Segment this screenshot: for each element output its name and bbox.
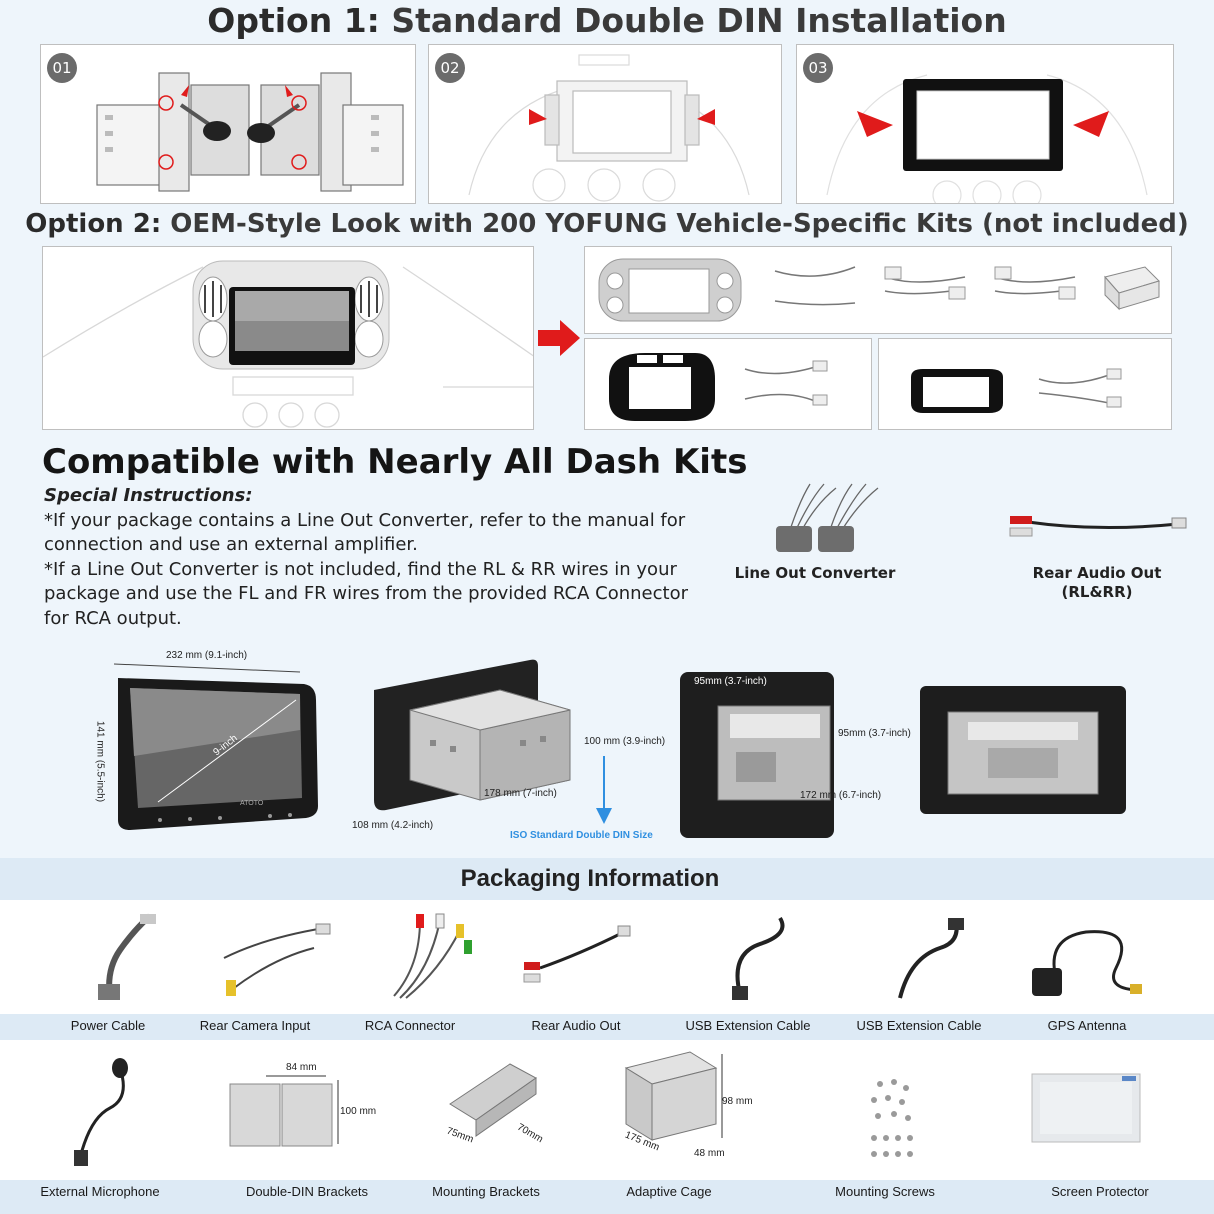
oem-dash-illustration: [43, 260, 533, 428]
dim-width: 232 mm (9.1-inch): [166, 650, 248, 661]
kit-frame-panel-b: [878, 338, 1172, 430]
rear-audio-label: Rear Audio Out (RL&RR): [1010, 564, 1184, 602]
option2-prefix: Option 2:: [25, 209, 162, 239]
option1-heading: Option 1: Standard Double DIN Installati…: [0, 0, 1214, 42]
dim-rear-w: 95mm (3.7-inch): [694, 676, 767, 687]
mounting-screws-image: [871, 1079, 913, 1157]
rca-connector-image: [393, 913, 472, 999]
chassis-side-image: [374, 659, 571, 811]
rear-audio-out-pkg-image: [523, 925, 631, 983]
pkg-mounting-brackets: Mounting Brackets: [432, 1184, 540, 1199]
step-03-badge: 03: [803, 53, 833, 83]
kit-frame-b-illustration: [911, 368, 1122, 413]
pkg-gps-antenna: GPS Antenna: [1047, 1018, 1127, 1033]
double-din-brackets-image: [229, 1075, 339, 1147]
power-cable-image: [98, 913, 156, 1000]
kit-frame-panel-a: [584, 338, 872, 430]
option1-title: Standard Double DIN Installation: [391, 1, 1007, 40]
instr-line-1a: *If your package contains a Line Out Con…: [44, 509, 686, 531]
iso-label: ISO Standard Double DIN Size: [510, 830, 653, 841]
pkg-screen-protector: Screen Protector: [1051, 1184, 1149, 1199]
step-01-badge: 01: [47, 53, 77, 83]
adaptive-cage-image: [624, 1051, 723, 1141]
kit-parts-illustration: [598, 258, 1160, 322]
gps-antenna-image: [1032, 930, 1142, 996]
rear-camera-input-image: [223, 923, 331, 996]
screen-fit-illustration: [826, 74, 1148, 203]
packaging-row1-strip: [0, 1014, 1214, 1040]
packaging-row2-bg: [0, 1040, 1214, 1180]
pkg-usb-extension-cable-1: USB Extension Cable: [685, 1018, 811, 1033]
option2-heading: Option 2: OEM-Style Look with 200 YOFUNG…: [0, 204, 1214, 244]
bracket-w: 84 mm: [286, 1062, 317, 1073]
pkg-power-cable: Power Cable: [70, 1018, 146, 1033]
pkg-external-microphone: External Microphone: [40, 1184, 160, 1199]
pkg-usb-extension-cable-2: USB Extension Cable: [856, 1018, 982, 1033]
packaging-row2-strip: [0, 1180, 1214, 1214]
special-instructions: Special Instructions: *If your package c…: [44, 484, 704, 631]
packaging-row1-bg: [0, 900, 1214, 1014]
bracket-screw-illustration: [96, 72, 404, 192]
rear-audio-out-image: [1009, 516, 1187, 537]
line-out-converter-label: Line Out Converter: [734, 564, 896, 582]
brand-label: ATOTO: [240, 800, 264, 807]
pkg-adaptive-cage: Adaptive Cage: [626, 1184, 712, 1199]
pkg-double-din-brackets: Double-DIN Brackets: [245, 1184, 369, 1199]
external-microphone-image: [74, 1058, 128, 1166]
dim-rear-d: 172 mm (6.7-inch): [800, 790, 882, 801]
head-unit-front-image: [113, 663, 318, 830]
usb-extension-cable-2-image: [898, 918, 964, 999]
rear-audio-title: Rear Audio Out: [1032, 564, 1162, 582]
mounting-brackets-image: [449, 1063, 537, 1137]
option1-prefix: Option 1:: [207, 1, 380, 40]
instr-line-1b: connection and use an external amplifier…: [44, 534, 418, 555]
bracket-h: 100 mm: [340, 1106, 377, 1117]
option2-title: OEM-Style Look with 200 YOFUNG Vehicle-S…: [170, 209, 1189, 239]
usb-extension-cable-image: [732, 916, 785, 1000]
compat-title: Compatible with Nearly All Dash Kits: [42, 442, 748, 482]
dim-chassis-d: 178 mm (7-inch): [484, 788, 557, 799]
line-out-converter-image: [776, 483, 879, 552]
arrow-right-icon: [538, 320, 580, 356]
down-arrow-icon: [596, 756, 612, 824]
packaging-title: Packaging Information: [460, 865, 720, 892]
pkg-rca-connector: RCA Connector: [364, 1018, 456, 1033]
special-label: Special Instructions:: [44, 485, 253, 506]
dim-chassis-w: 108 mm (4.2-inch): [352, 820, 434, 831]
pkg-mounting-screws: Mounting Screws: [835, 1184, 935, 1199]
cage-insert-illustration: [468, 54, 750, 202]
pkg-rear-audio-out: Rear Audio Out: [531, 1018, 621, 1033]
cage-w: 48 mm: [694, 1148, 725, 1159]
pkg-rear-camera-input: Rear Camera Input: [199, 1018, 311, 1033]
packaging-title-strip: [0, 858, 1214, 900]
step-02-panel: 02: [428, 44, 782, 204]
rear-audio-sub: (RL&RR): [1061, 583, 1133, 601]
instr-line-2a: *If a Line Out Converter is not included…: [44, 558, 677, 580]
instr-line-2b: package and use the FL and FR wires from…: [44, 583, 688, 604]
step-02-badge: 02: [435, 53, 465, 83]
oem-dash-panel: [42, 246, 534, 430]
dim-chassis-h: 100 mm (3.9-inch): [584, 736, 666, 747]
chassis-rear-image: [680, 672, 834, 838]
cage-h: 98 mm: [722, 1096, 753, 1107]
screen-protector-image: [1031, 1073, 1141, 1143]
kit-parts-panel: [584, 246, 1172, 334]
dim-rear-h: 95mm (3.7-inch): [838, 728, 911, 739]
instr-line-2c: for RCA output.: [44, 607, 182, 629]
chassis-back-image: [920, 686, 1126, 814]
kit-frame-a-illustration: [609, 353, 828, 421]
step-01-panel: 01: [40, 44, 416, 204]
step-03-panel: 03: [796, 44, 1174, 204]
